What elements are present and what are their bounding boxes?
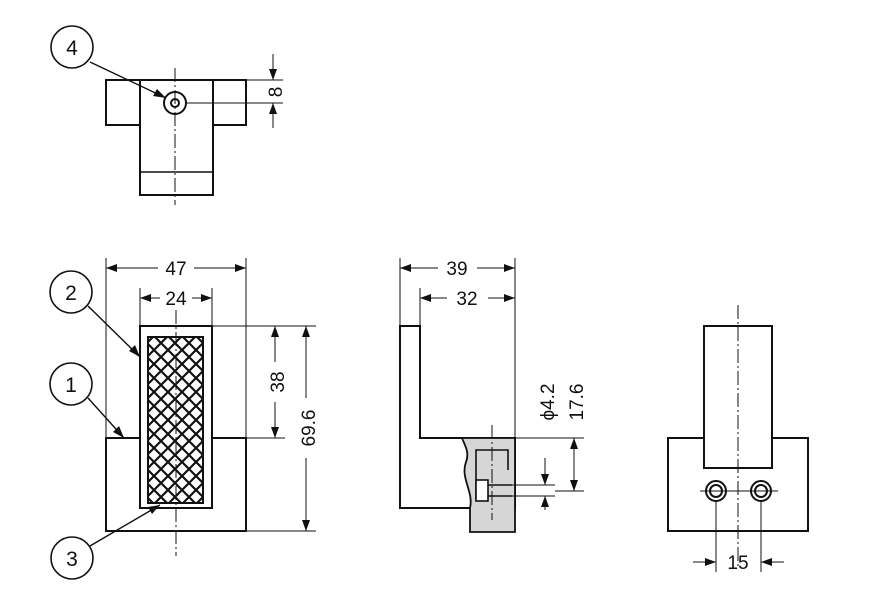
callout-2	[49, 270, 93, 314]
front-view: 47 24 38 69.6	[105, 258, 320, 556]
dim-38-label: 38	[268, 371, 289, 392]
callout-2-leader	[87, 305, 141, 358]
callout-4	[50, 25, 94, 69]
callout-3-label: 3	[66, 548, 78, 571]
callout-2-arrow	[129, 345, 140, 357]
dim-phi-arrow-bottom	[541, 496, 549, 507]
dim-47-arrow-right	[235, 264, 246, 272]
dim-24-label: 24	[165, 289, 187, 310]
dim-phi-arrow-top	[541, 474, 549, 485]
dim-phi-4-2-label: ϕ4.2	[538, 383, 559, 420]
callout-4-label: 4	[66, 37, 78, 60]
callout-3-leader	[89, 504, 161, 547]
callout-4-arrow	[153, 89, 166, 98]
dim-47-label: 47	[165, 259, 186, 280]
dim-8-label: 8	[266, 87, 287, 98]
callout-1	[49, 362, 93, 406]
dim-47-arrow-left	[106, 264, 117, 272]
dim-39-label: 39	[446, 259, 467, 280]
dim-32-arrow-left	[420, 294, 431, 302]
dim-17-6-label: 17.6	[567, 384, 588, 421]
dim-15-arrow-right	[761, 558, 772, 566]
dim-32-arrow-right	[504, 294, 515, 302]
dim-38-arrow-bottom	[271, 427, 279, 438]
rear-view: 15	[667, 305, 809, 574]
dim-24-arrow-right	[201, 294, 212, 302]
dim-38-arrow-top	[271, 326, 279, 337]
dim-24-arrow-left	[140, 294, 151, 302]
dim-15-arrow-left	[705, 558, 716, 566]
side-view: 39 32 ϕ4.2 17.6	[399, 258, 588, 533]
top-view: 8	[105, 54, 287, 205]
dim-39-arrow-right	[504, 264, 515, 272]
callout-2-label: 2	[65, 282, 77, 305]
dim-32-label: 32	[456, 289, 477, 310]
dim-69-6-label: 69.6	[299, 410, 320, 447]
dim-8-arrow-top	[269, 69, 277, 80]
dim-17-6-arrow-top	[570, 438, 578, 449]
callout-1-arrow	[113, 426, 124, 438]
callouts: 4 2 1 3	[49, 25, 167, 580]
dim-17-6-arrow-bottom	[570, 480, 578, 491]
callout-3-arrow	[148, 505, 160, 514]
dim-15-label: 15	[727, 553, 748, 574]
dim-69-6-arrow-bottom	[302, 520, 310, 531]
callout-1-label: 1	[65, 374, 77, 397]
dim-39-arrow-left	[400, 264, 411, 272]
dim-69-6-arrow-top	[302, 326, 310, 337]
side-view-screw-head	[475, 479, 489, 502]
dim-8-arrow-bottom	[269, 103, 277, 114]
callout-4-leader	[89, 61, 167, 99]
callout-3	[50, 536, 94, 580]
